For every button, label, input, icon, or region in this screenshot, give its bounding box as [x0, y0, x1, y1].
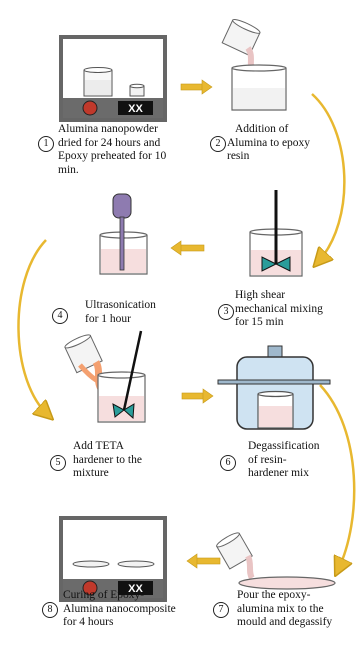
- arrow-step7-to-8: [186, 553, 221, 569]
- step1-line3: Epoxy preheated for 10: [58, 150, 167, 162]
- step5-hardener-illustration: [64, 330, 146, 423]
- step2-line2: Alumina to epoxy: [227, 136, 311, 149]
- step1-label: Alumina nanopowder dried for 24 hours an…: [58, 123, 166, 177]
- step7-pour-mould-illustration: [216, 532, 336, 590]
- step6-line3: hardener mix: [248, 467, 309, 479]
- step8-line1: Curing of Epoxy-: [63, 589, 145, 601]
- step3-line2: mechanical mixing: [235, 302, 323, 315]
- step1-line2: dried for 24 hours and: [58, 136, 161, 149]
- step4-label: Ultrasonication for 1 hour: [85, 299, 156, 326]
- oven-display-1: XX: [128, 103, 143, 115]
- arrow-step4-to-5: [17, 239, 48, 415]
- step5-line2: hardener to the: [73, 453, 142, 466]
- step6-degassing-illustration: [217, 345, 331, 430]
- step2-number: 2: [210, 136, 226, 152]
- step4-line1: Ultrasonication: [85, 299, 156, 311]
- step7-line2: alumina mix to the: [237, 602, 324, 615]
- oven-display-8: XX: [128, 583, 143, 595]
- step7-label: Pour the epoxy- alumina mix to the mould…: [237, 589, 332, 630]
- step8-curing-oven-illustration: XX: [59, 516, 167, 602]
- arrow-step3-to-4: [170, 240, 205, 256]
- step7-line1: Pour the epoxy-: [237, 589, 311, 601]
- step8-line2: Alumina nanocomposite: [63, 602, 176, 615]
- arrow-step2-to-3: [311, 93, 346, 262]
- arrow-step5-to-6: [181, 388, 214, 404]
- step3-line3: for 15 min: [235, 316, 284, 328]
- step2-addition-illustration: [221, 19, 287, 111]
- arrow-step6-to-7: [319, 384, 356, 570]
- step1-line4: min.: [58, 163, 79, 176]
- step5-line1: Add TETA: [73, 440, 124, 452]
- step6-number: 6: [220, 455, 236, 471]
- arrow-step1-to-2: [180, 79, 213, 95]
- step2-line3: resin: [227, 150, 250, 162]
- step5-number: 5: [50, 455, 66, 471]
- step2-line1: Addition of: [235, 123, 289, 135]
- step6-line2: of resin-: [248, 453, 287, 466]
- step3-mixing-illustration: [249, 190, 303, 277]
- step1-oven-illustration: XX: [59, 35, 167, 122]
- step8-line3: for 4 hours: [63, 616, 114, 628]
- step7-line3: mould and degassify: [237, 616, 333, 628]
- step6-line1: Degassification: [248, 440, 320, 452]
- step2-label: Addition of Alumina to epoxy resin: [227, 123, 310, 164]
- step1-number: 1: [38, 136, 54, 152]
- step3-label: High shear mechanical mixing for 15 min: [235, 289, 323, 330]
- step8-number: 8: [42, 602, 58, 618]
- step3-line1: High shear: [235, 289, 286, 301]
- step3-number: 3: [218, 304, 234, 320]
- step4-number: 4: [52, 308, 68, 324]
- step7-number: 7: [213, 602, 229, 618]
- step1-line1: Alumina nanopowder: [58, 123, 158, 135]
- step5-line3: mixture: [73, 467, 109, 479]
- step6-label: Degassification of resin- hardener mix: [248, 440, 320, 481]
- step8-label: Curing of Epoxy- Alumina nanocomposite f…: [63, 589, 176, 630]
- step4-line2: for 1 hour: [85, 312, 131, 325]
- flow-arrows: [17, 79, 356, 570]
- step5-label: Add TETA hardener to the mixture: [73, 440, 142, 481]
- step4-ultrasonication-illustration: [99, 193, 148, 275]
